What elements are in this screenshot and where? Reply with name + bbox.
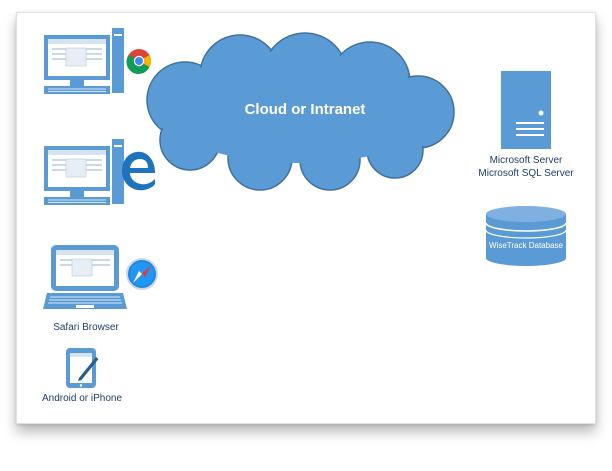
- server-label-1: Microsoft Server: [489, 155, 563, 166]
- mobile-label: Android or iPhone: [41, 393, 123, 404]
- safari-icon: [126, 258, 158, 290]
- desktop-computer-icon: [44, 139, 124, 205]
- edge-icon: [122, 151, 155, 191]
- database-icon: [485, 206, 567, 266]
- safari-label: Safari Browser: [53, 322, 119, 333]
- desktop-computer-icon: [44, 28, 124, 94]
- server-label-2: Microsoft SQL Server: [478, 168, 574, 179]
- cloud-label: Cloud or Intranet: [244, 101, 366, 118]
- tablet-icon: [66, 348, 99, 388]
- server-icon: [501, 71, 551, 149]
- chrome-icon: [126, 49, 152, 74]
- laptop-icon: [43, 245, 127, 309]
- database-label: WiseTrack Database: [489, 241, 563, 250]
